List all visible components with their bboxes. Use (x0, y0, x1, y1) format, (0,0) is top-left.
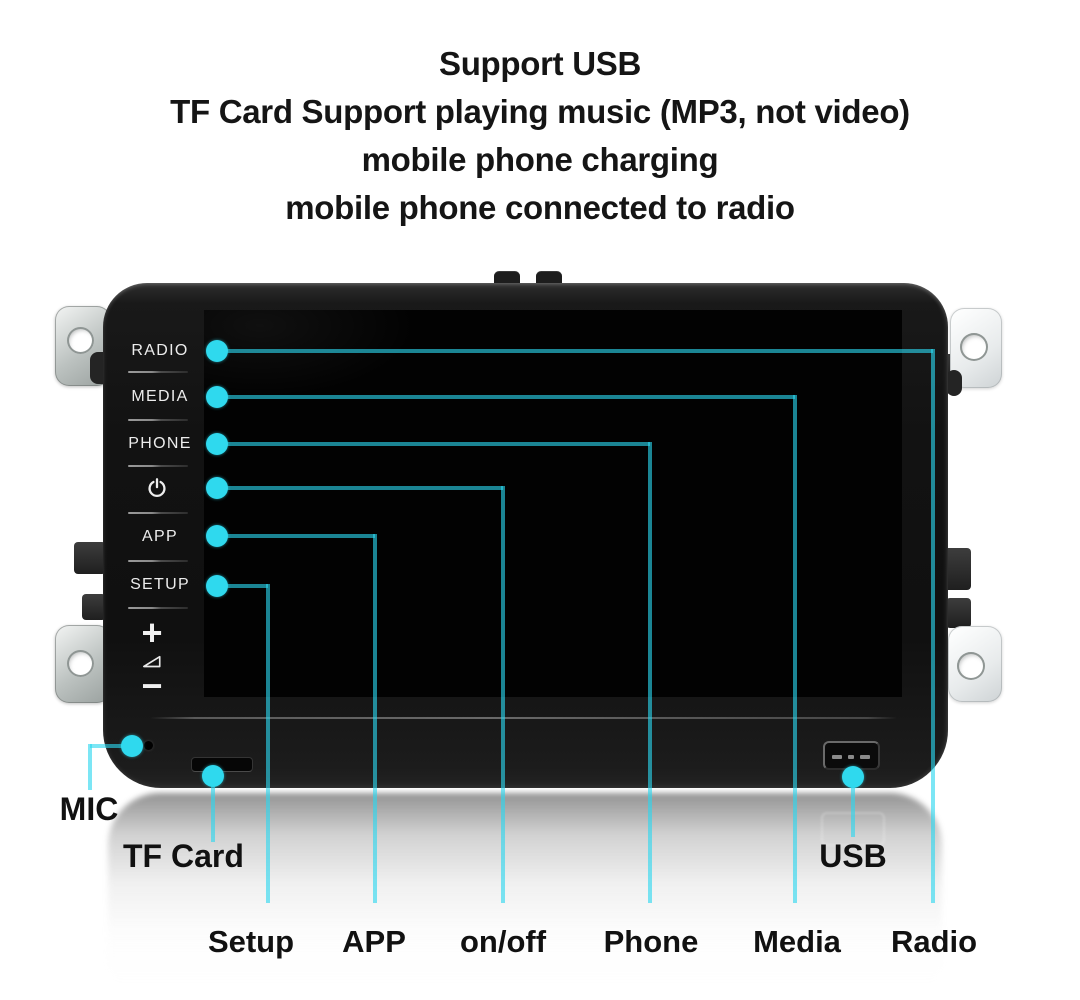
callout-line-setup-v (266, 584, 270, 903)
device-button-radio: RADIO (131, 342, 189, 359)
bracket-hole (957, 652, 985, 680)
side-tab (946, 598, 971, 628)
callout-label-setup: Setup (207, 924, 295, 959)
callout-line-onoff-h (217, 486, 503, 490)
title-line-2: TF Card Support playing music (MP3, not … (170, 93, 910, 130)
button-separator (128, 465, 188, 467)
side-tab (944, 548, 971, 590)
callout-label-app: APP (342, 924, 406, 959)
bracket-hole (960, 333, 988, 361)
bracket-hole (67, 650, 94, 677)
device-reflection (108, 793, 942, 983)
device-button-app: APP (142, 528, 178, 545)
callout-line-media-h (217, 395, 795, 399)
callout-line-radio-v (931, 349, 935, 903)
callout-dot-usb (842, 766, 864, 788)
volume-wedge-icon (142, 654, 162, 669)
callout-line-setup-h (217, 584, 268, 588)
callout-dot-tf (202, 765, 224, 787)
callout-line-onoff-v (501, 486, 505, 903)
tf-card-label: TF Card (123, 838, 244, 874)
screen-bottom-edge (150, 717, 897, 719)
callout-label-phone: Phone (603, 924, 699, 959)
callout-label-onoff: on/off (459, 924, 547, 959)
title-line-4: mobile phone connected to radio (285, 189, 795, 226)
callout-line-usb-v (851, 777, 855, 837)
title-line-3: mobile phone charging (361, 141, 719, 178)
top-tab (494, 271, 520, 285)
usb-contact (848, 755, 854, 759)
side-tab (74, 542, 106, 574)
side-tab (82, 594, 106, 620)
callout-dot-radio (206, 340, 228, 362)
title-block: Support USB TF Card Support playing musi… (0, 40, 1080, 232)
callout-dot-setup (206, 575, 228, 597)
callout-line-tf-v (211, 776, 215, 842)
usb-contact (832, 755, 842, 759)
callout-line-phone-v (648, 442, 652, 903)
device-button-setup: SETUP (130, 576, 190, 593)
top-tab (536, 271, 562, 285)
callout-dot-phone (206, 433, 228, 455)
button-separator (128, 419, 188, 421)
volume-down-button: − (141, 665, 163, 706)
bracket-hole (67, 327, 94, 354)
usb-label: USB (819, 838, 887, 874)
mic-label: MIC (59, 791, 119, 827)
device-button-media: MEDIA (131, 388, 189, 405)
button-separator (128, 607, 188, 609)
button-separator (128, 512, 188, 514)
power-icon (146, 477, 168, 499)
mount-bracket-bottom-right (948, 626, 1002, 702)
callout-label-radio: Radio (890, 924, 978, 959)
callout-line-radio-h (217, 349, 933, 353)
callout-line-mic-h (90, 744, 132, 748)
callout-label-media: Media (753, 924, 841, 959)
button-separator (128, 371, 188, 373)
usb-contact (860, 755, 870, 759)
device-button-phone: PHONE (128, 435, 192, 452)
callout-dot-app (206, 525, 228, 547)
callout-line-phone-h (217, 442, 650, 446)
bracket-knob (946, 370, 962, 396)
volume-up-button: + (141, 612, 163, 653)
callout-line-app-h (217, 534, 375, 538)
title-line-1: Support USB (438, 45, 641, 82)
callout-line-mic-v (88, 744, 92, 790)
callout-line-app-v (373, 534, 377, 903)
mount-bracket-bottom-left (55, 625, 111, 703)
touchscreen (204, 310, 902, 697)
button-separator (128, 560, 188, 562)
callout-dot-onoff (206, 477, 228, 499)
mic-hole (144, 741, 153, 750)
callout-line-media-v (793, 395, 797, 903)
callout-dot-media (206, 386, 228, 408)
callout-dot-mic (121, 735, 143, 757)
